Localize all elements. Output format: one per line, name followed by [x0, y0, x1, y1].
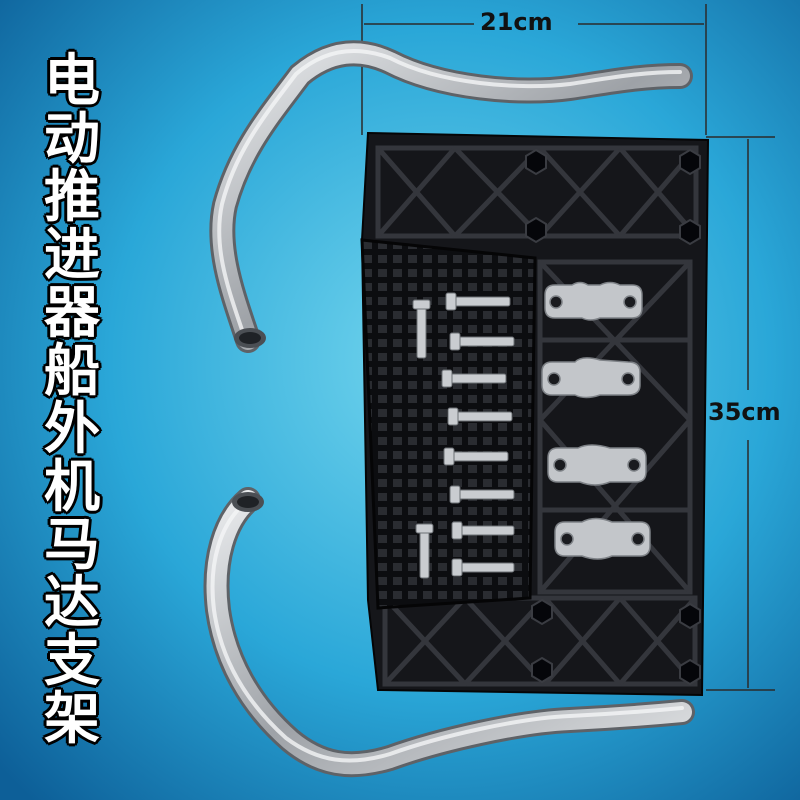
- pipe-clamps: [541, 281, 651, 560]
- height-dimension-label: 35cm: [708, 398, 781, 426]
- title-character: 推: [44, 165, 100, 230]
- title-character: 器: [44, 281, 100, 346]
- title-character: 机: [44, 455, 100, 520]
- title-character: 架: [44, 687, 100, 752]
- bolts: [412, 292, 515, 579]
- title-character: 电: [44, 49, 100, 114]
- title-character: 马: [44, 513, 100, 578]
- lower-steel-tube: [203, 487, 695, 778]
- title-character: 进: [44, 223, 100, 288]
- title-character: 动: [44, 107, 100, 172]
- dimension-lines: [361, 4, 775, 691]
- width-dimension-label: 21cm: [480, 8, 553, 36]
- title-character: 船: [44, 339, 100, 404]
- title-character: 外: [44, 397, 100, 462]
- upper-steel-tube: [209, 40, 693, 353]
- title-character: 支: [44, 629, 100, 694]
- title-character: 达: [44, 571, 100, 636]
